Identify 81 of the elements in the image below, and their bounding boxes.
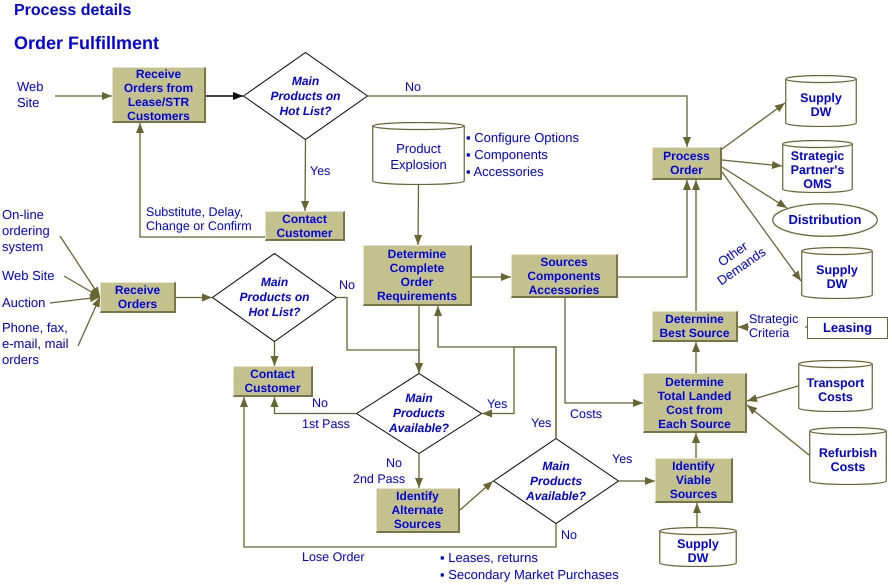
oval-node: Distribution: [772, 203, 878, 237]
arrow: [746, 404, 810, 456]
database-cylinder: Supply DW: [785, 75, 857, 127]
edge-label: Yes: [612, 452, 632, 466]
arrow: [270, 342, 278, 366]
bullet-item: ▪ Leases, returns: [440, 549, 539, 566]
source-label: Auction: [2, 295, 50, 312]
process-box: Contact Customer: [233, 366, 313, 397]
source-label: Web Site: [17, 79, 55, 112]
arrow: [472, 273, 511, 281]
edge-label: No: [405, 80, 421, 94]
arrow: [460, 480, 494, 510]
arrow: [692, 342, 700, 373]
edge-label: Yes: [310, 164, 330, 178]
edge-label: No: [312, 396, 328, 410]
arrow: [564, 298, 643, 407]
arrow: [59, 236, 101, 298]
bullet-item: ▪ Secondary Market Purchases: [440, 566, 619, 583]
process-box: Identify Viable Sources: [655, 458, 733, 503]
source-label: On-line ordering system: [2, 207, 60, 257]
edge-label: No: [339, 278, 355, 292]
arrow: [77, 296, 101, 346]
process-box: Determine Total Landed Cost from Each Source: [643, 373, 747, 433]
arrow: [136, 123, 265, 238]
decision-diamond: Main Products Available?: [356, 373, 482, 454]
process-box: Contact Customer: [265, 211, 345, 241]
process-box: Identify Alternate Sources: [376, 488, 460, 533]
edge-label: No: [561, 528, 577, 542]
database-cylinder: Refurbish Costs: [809, 427, 887, 485]
note-label: 2nd Pass: [353, 472, 406, 486]
arrow: [64, 275, 100, 298]
section-heading: Process details: [14, 1, 132, 21]
note-label: 1st Pass: [302, 417, 350, 431]
database-cylinder: Transport Costs: [798, 360, 873, 412]
bullet-item: ▪ Components: [466, 146, 549, 163]
arrow: [50, 294, 100, 304]
source-label: Web Site: [2, 268, 64, 285]
database-cylinder: Strategic Partner's OMS: [782, 140, 853, 193]
arrow: [270, 397, 356, 414]
arrow: [415, 306, 423, 373]
bullet-item: ▪ Configure Options: [466, 129, 580, 146]
arrow: [176, 294, 212, 302]
diagram-title: Order Fulfillment: [14, 32, 160, 54]
source-box: Leasing: [807, 317, 888, 339]
arrow: [55, 92, 112, 100]
arrow: [722, 159, 782, 169]
arrow: [721, 172, 802, 282]
database-cylinder: Supply DW: [659, 527, 737, 567]
decision-diamond: Main Products on Hot List?: [243, 52, 368, 140]
arrow: [482, 346, 557, 438]
arrow: [619, 477, 655, 485]
database-cylinder: Supply DW: [801, 247, 873, 299]
process-box: Determine Best Source: [652, 311, 738, 342]
bullet-item: ▪ Accessories: [466, 163, 545, 180]
process-box: Receive Orders from Lease/STR Customers: [112, 67, 206, 123]
edge-label: No: [386, 456, 402, 470]
arrow: [746, 385, 798, 402]
process-box: Receive Orders: [100, 282, 176, 313]
arrow: [301, 140, 310, 211]
arrow: [415, 454, 423, 488]
arrow: [206, 92, 243, 100]
process-box: Process Order: [652, 147, 722, 180]
arrow: [618, 180, 691, 278]
edge-label: Costs: [570, 407, 602, 421]
decision-diamond: Main Products on Hot List?: [212, 253, 337, 342]
process-box: Determine Complete Order Requirements: [363, 245, 472, 306]
database-cylinder: Product Explosion: [372, 122, 465, 185]
edge-label: Yes: [487, 397, 508, 411]
process-box: Sources Components Accessories: [511, 254, 618, 298]
arrow: [692, 180, 700, 311]
arrow: [240, 397, 557, 548]
edge-label: Strategic Criteria: [749, 312, 805, 340]
source-label: Phone, fax, e-mail, mail orders: [2, 320, 78, 370]
arrow: [368, 95, 691, 147]
arrow: [692, 433, 700, 458]
arrow: [722, 102, 786, 150]
arrow: [722, 166, 788, 209]
note-label: Lose Order: [302, 550, 365, 564]
edge-label: Yes: [531, 416, 552, 430]
arrow: [693, 503, 701, 527]
arrow: [414, 185, 422, 245]
